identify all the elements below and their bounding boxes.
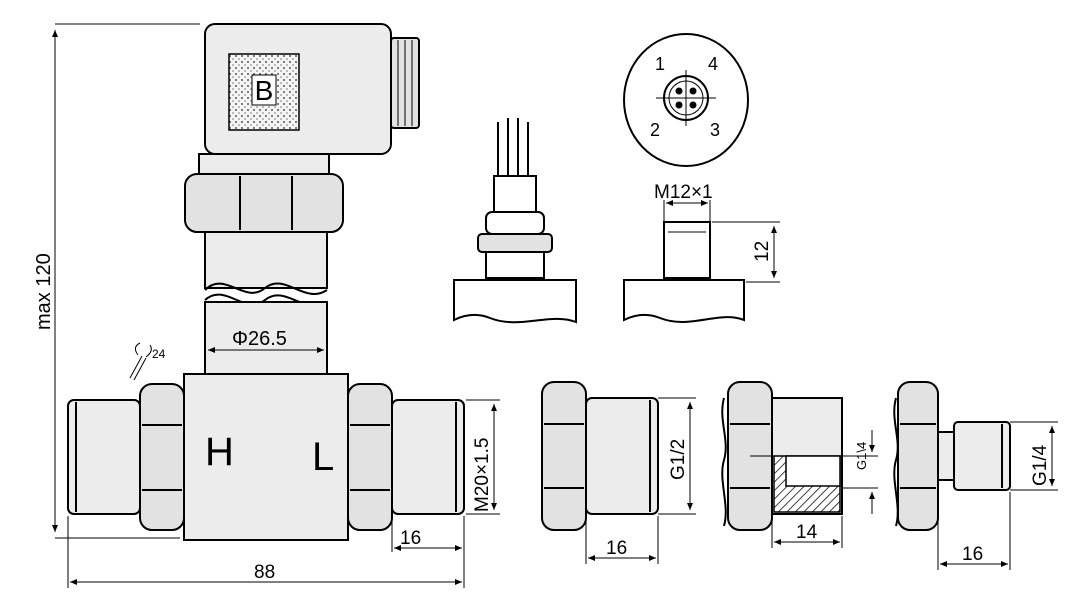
dim-g14-inner-depth: 14: [796, 522, 818, 543]
dim-g14-inner-thread: G1\4: [854, 442, 869, 470]
dim-m12-thread: M12×1: [654, 182, 713, 203]
high-side-label: H: [205, 430, 234, 474]
wrench-icon: 24: [129, 342, 166, 381]
left-port: [67, 399, 141, 515]
pin-3: 3: [710, 120, 720, 140]
dim-total-height: max 120: [33, 253, 55, 330]
dim-body-diameter: Φ26.5: [232, 328, 287, 350]
right-hex-nut: [347, 383, 393, 531]
dim-g12-length: 16: [606, 538, 627, 559]
wrench-size: 24: [152, 347, 166, 361]
process-body: [183, 373, 349, 541]
g12-fitting: G1/2 16: [541, 381, 696, 564]
connector-letter: B: [255, 75, 274, 106]
dim-g14-length: 16: [962, 544, 983, 565]
dim-overall-width: 88: [254, 562, 275, 583]
g14-internal-fitting: G1\4 14: [721, 381, 878, 548]
g14-fitting: G1/4 16: [893, 381, 1058, 570]
cable-outlet-variant: [453, 118, 577, 324]
left-hex-nut: [139, 383, 185, 531]
dim-m12-height: 12: [752, 241, 773, 262]
dim-g12-thread: G1/2: [668, 439, 689, 480]
upper-hex-nut: [184, 173, 344, 233]
m12-variant: M12×1 12: [623, 182, 780, 323]
main-dimensions: max 120 Φ26.5 M20×1.5 16 88: [33, 23, 500, 588]
pin-1: 1: [655, 54, 665, 74]
low-side-label: L: [312, 435, 334, 479]
main-transmitter: B H L: [67, 23, 465, 541]
m12-pinout: 1 4 2 3: [623, 33, 749, 167]
dim-port-length: 16: [400, 528, 421, 549]
pin-4: 4: [708, 54, 718, 74]
dim-port-thread: M20×1.5: [472, 438, 493, 512]
pin-2: 2: [650, 120, 660, 140]
dim-g14-thread: G1/4: [1030, 444, 1051, 486]
right-port: [391, 399, 465, 515]
